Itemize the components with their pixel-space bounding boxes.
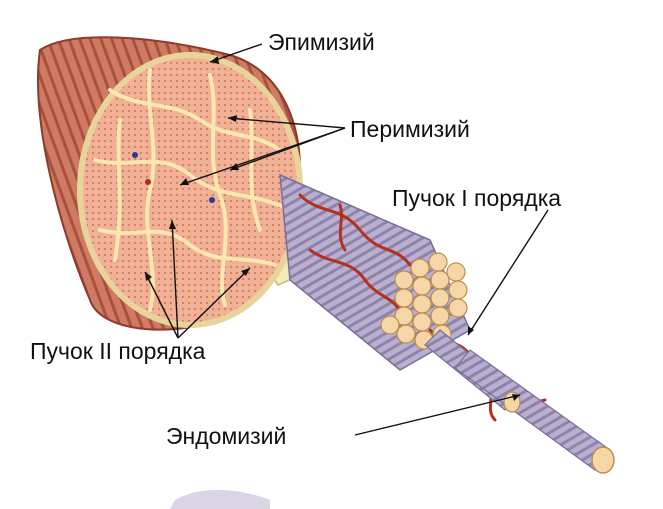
leader-lines (144, 43, 549, 436)
perimysium-network (93, 68, 292, 312)
cross-section (77, 52, 303, 328)
label-bundle-first-order: Пучок I порядка (392, 185, 562, 211)
bundle-face (380, 252, 468, 350)
label-epimysium: Эпимизий (268, 29, 375, 55)
lower-fragment (170, 489, 270, 509)
label-endomysium: Эндомизий (166, 423, 287, 449)
label-perimysium: Перимизий (350, 116, 470, 142)
label-bundle-second-order: Пучок II порядка (30, 338, 206, 364)
single-fiber-2 (454, 349, 611, 471)
